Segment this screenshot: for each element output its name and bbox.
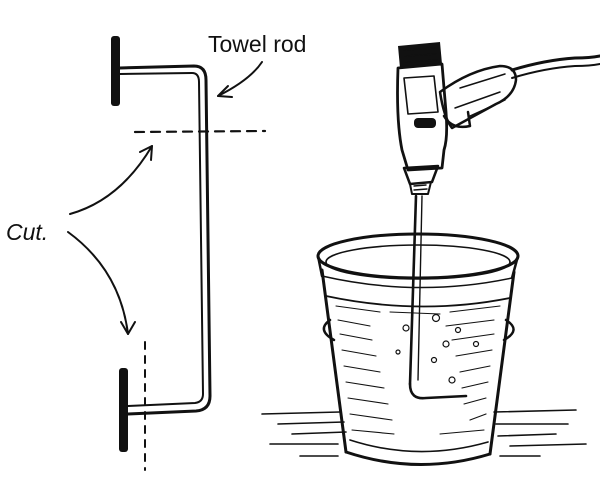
cut-arrow-lower bbox=[67, 231, 136, 335]
mixing-diagram bbox=[261, 42, 600, 467]
bucket bbox=[316, 232, 520, 467]
bottom-bracket bbox=[119, 368, 128, 452]
ground-surface bbox=[261, 409, 587, 457]
mixer-shaft bbox=[408, 194, 468, 400]
towel-rod bbox=[118, 64, 212, 416]
power-drill bbox=[396, 42, 518, 195]
cut-arrow-upper bbox=[69, 145, 153, 215]
towel-rod-arrow bbox=[217, 61, 263, 98]
top-bracket bbox=[111, 36, 120, 106]
cut-line-top bbox=[133, 129, 267, 134]
towel-rod-diagram: Towel rod Cut. bbox=[6, 31, 306, 471]
towel-rod-label: Towel rod bbox=[208, 31, 306, 57]
drill-power-cord bbox=[510, 54, 600, 79]
cut-label: Cut. bbox=[6, 219, 48, 245]
